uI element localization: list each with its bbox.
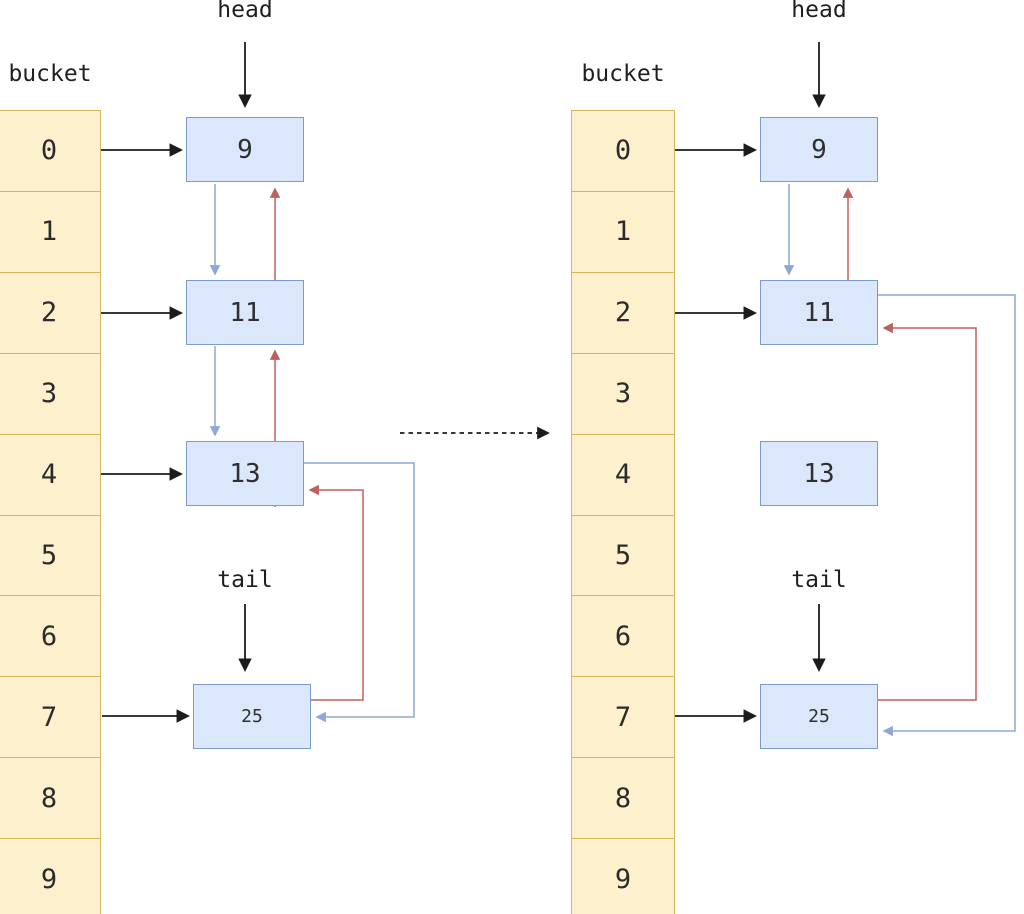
- bucket-column-after: 0 1 2 3 4 5 6 7 8 9: [571, 110, 675, 914]
- node-9-before: 9: [186, 117, 304, 182]
- bucket-cell: 6: [572, 596, 674, 678]
- bucket-cell: 4: [572, 435, 674, 516]
- node-9-after: 9: [760, 117, 878, 182]
- head-label-after: head: [791, 0, 847, 23]
- bucket-cell: 8: [0, 758, 100, 840]
- bucket-column-before: 0 1 2 3 4 5 6 7 8 9: [0, 110, 101, 914]
- node-25-before: 25: [193, 684, 311, 749]
- bucket-cell: 5: [572, 516, 674, 597]
- bucket-cell: 9: [40, 863, 58, 895]
- bucket-cell: 3: [0, 354, 100, 435]
- bucket-cell: 7: [0, 677, 100, 759]
- prev-link-25-11-after: [878, 322, 977, 701]
- bucket-cell: 1: [572, 192, 674, 273]
- bucket-label-after: bucket: [581, 61, 665, 87]
- bucket-cell: 9: [614, 863, 632, 895]
- tail-label-before: tail: [217, 567, 273, 593]
- prev-link-25-13-before: [308, 484, 364, 701]
- bucket-cell: 1: [0, 192, 100, 273]
- node-13-after: 13: [760, 441, 878, 506]
- node-11-after: 11: [760, 280, 878, 345]
- bucket-cell: 0: [572, 111, 674, 192]
- bucket-cell: 3: [572, 354, 674, 435]
- node-13-before: 13: [186, 441, 304, 506]
- bucket-cell: 7: [572, 677, 674, 759]
- bucket-cell: 2: [572, 273, 674, 354]
- next-link-13-25-before: [304, 462, 415, 723]
- bucket-cell: 0: [0, 111, 100, 192]
- next-link-11-25-after: [878, 294, 1016, 737]
- bucket-label-before: bucket: [8, 61, 92, 87]
- node-11-before: 11: [186, 280, 304, 345]
- bucket-cell: 6: [0, 596, 100, 678]
- bucket-cell: 5: [0, 516, 100, 597]
- bucket-cell: 2: [0, 273, 100, 354]
- head-label-before: head: [217, 0, 273, 23]
- tail-label-after: tail: [791, 567, 847, 593]
- node-25-after: 25: [760, 684, 878, 749]
- bucket-cell: 4: [0, 435, 100, 516]
- bucket-cell: 8: [572, 758, 674, 840]
